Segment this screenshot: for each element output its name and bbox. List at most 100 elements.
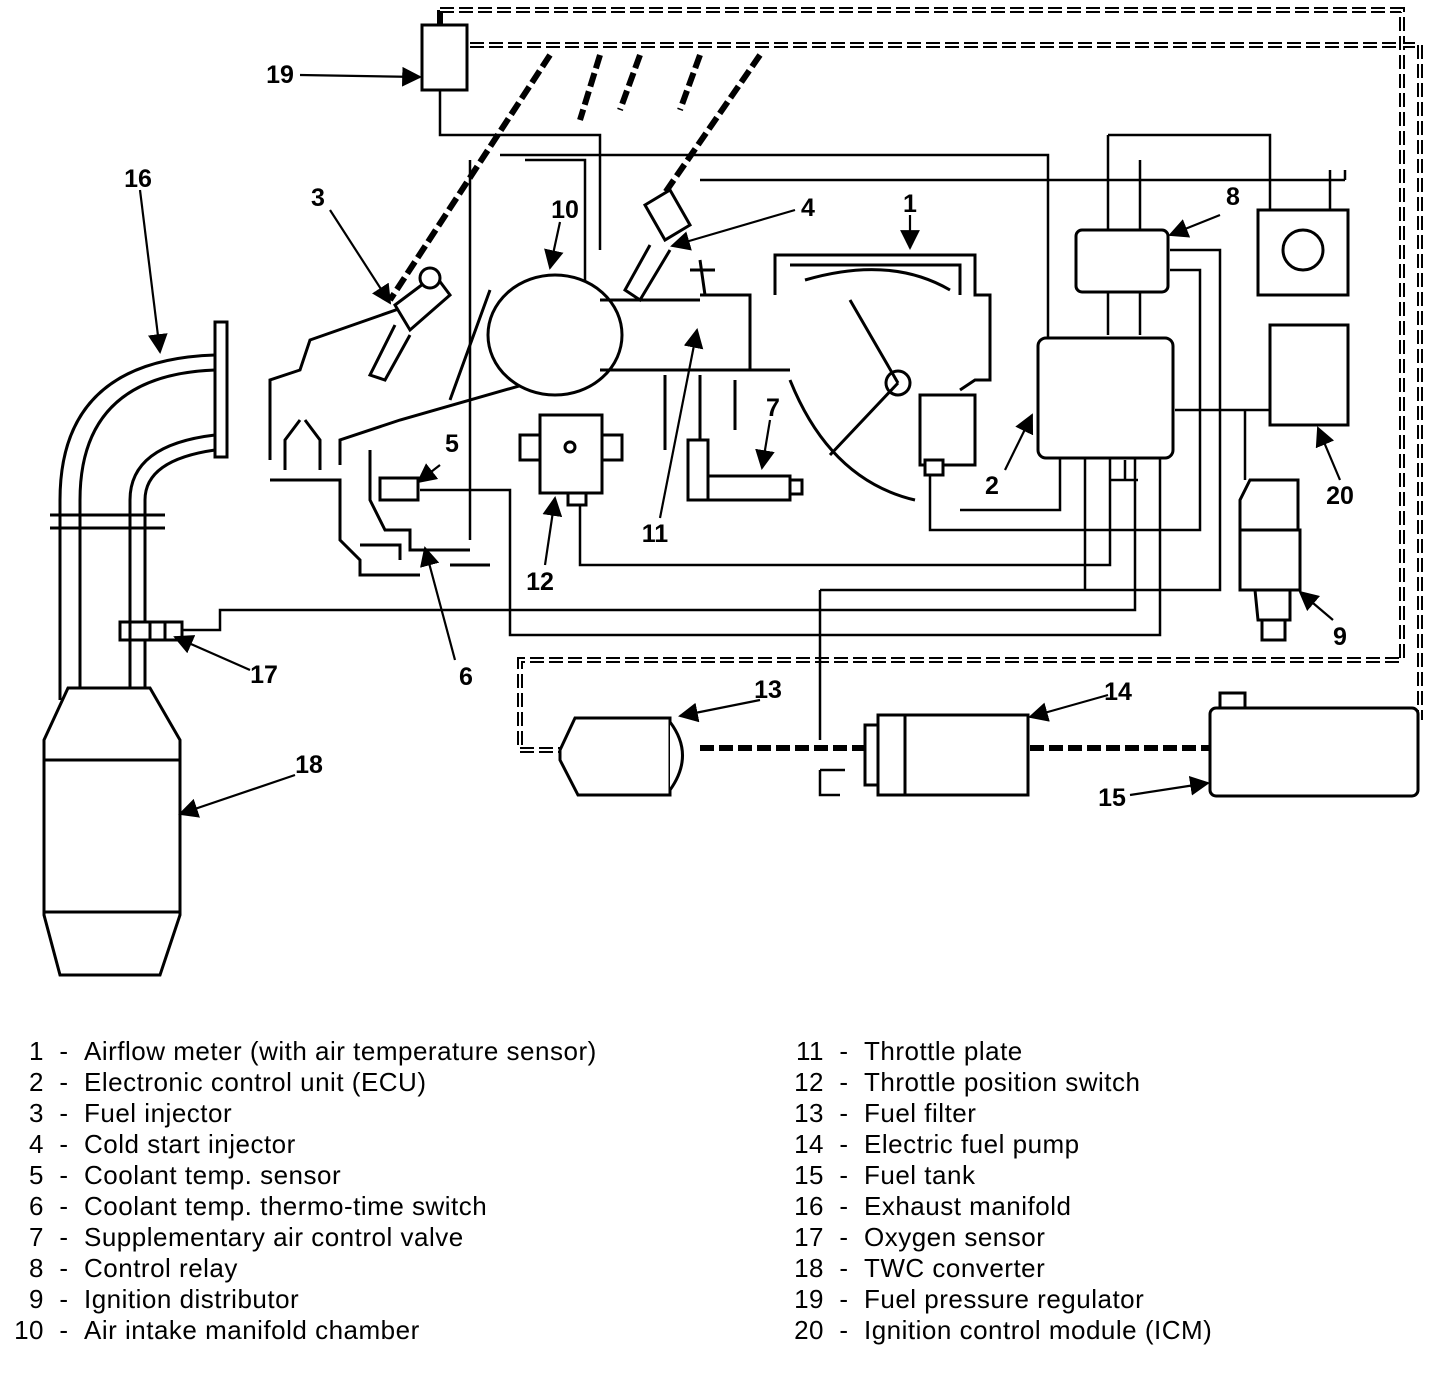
legend-separator: - bbox=[839, 1284, 849, 1314]
fuel-tank bbox=[1208, 691, 1420, 798]
legend-item-16: 16-Exhaust manifold bbox=[780, 1191, 1400, 1222]
fuel-filter bbox=[558, 716, 684, 797]
legend-text: Cold start injector bbox=[84, 1129, 296, 1159]
legend-number: 6 bbox=[29, 1191, 44, 1221]
legend-item-11: 11-Throttle plate bbox=[780, 1036, 1400, 1067]
legend-right-column: 11-Throttle plate 12-Throttle position s… bbox=[780, 1036, 1400, 1346]
legend-item-9: 9-Ignition distributor bbox=[10, 1284, 630, 1315]
legend-text: Coolant temp. sensor bbox=[84, 1160, 342, 1190]
legend-text: Electric fuel pump bbox=[864, 1129, 1080, 1159]
legend-text: Fuel filter bbox=[864, 1098, 977, 1128]
legend-number: 16 bbox=[794, 1191, 824, 1221]
callout-16: 16 bbox=[124, 165, 152, 193]
legend-number: 9 bbox=[29, 1284, 44, 1314]
throttle-position-switch bbox=[518, 413, 624, 507]
callout-18: 18 bbox=[295, 751, 323, 779]
airflow-meter bbox=[773, 253, 992, 502]
legend-separator: - bbox=[839, 1036, 849, 1066]
legend-number: 3 bbox=[29, 1098, 44, 1128]
legend-separator: - bbox=[59, 1253, 69, 1283]
legend-number: 10 bbox=[14, 1315, 44, 1345]
legend-item-17: 17-Oxygen sensor bbox=[780, 1222, 1400, 1253]
legend-separator: - bbox=[839, 1191, 849, 1221]
twc-converter bbox=[42, 686, 182, 977]
fuel-pressure-regulator bbox=[420, 23, 469, 92]
legend-text: Air intake manifold chamber bbox=[84, 1315, 420, 1345]
legend-number: 13 bbox=[794, 1098, 824, 1128]
legend-text: TWC converter bbox=[864, 1253, 1046, 1283]
fuel-injection-system-diagram: 1 2 3 4 5 6 7 8 9 10 11 12 13 14 15 16 1… bbox=[42, 7, 1423, 977]
legend-separator: - bbox=[839, 1160, 849, 1190]
legend-item-18: 18-TWC converter bbox=[780, 1253, 1400, 1284]
legend-separator: - bbox=[839, 1222, 849, 1252]
legend-text: Ignition distributor bbox=[84, 1284, 300, 1314]
legend-text: Exhaust manifold bbox=[864, 1191, 1072, 1221]
legend-number: 4 bbox=[29, 1129, 44, 1159]
legend-item-6: 6-Coolant temp. thermo-time switch bbox=[10, 1191, 630, 1222]
legend-number: 14 bbox=[794, 1129, 824, 1159]
callout-6: 6 bbox=[459, 663, 473, 691]
legend-item-8: 8-Control relay bbox=[10, 1253, 630, 1284]
legend-separator: - bbox=[59, 1098, 69, 1128]
ignition-control-module bbox=[1268, 323, 1350, 427]
legend-separator: - bbox=[59, 1315, 69, 1345]
legend-item-12: 12-Throttle position switch bbox=[780, 1067, 1400, 1098]
legend-text: Airflow meter (with air temperature sens… bbox=[84, 1036, 597, 1066]
legend-item-7: 7-Supplementary air control valve bbox=[10, 1222, 630, 1253]
legend-number: 1 bbox=[29, 1036, 44, 1066]
callout-2: 2 bbox=[985, 472, 999, 500]
fuel-injector bbox=[367, 266, 453, 382]
legend-number: 8 bbox=[29, 1253, 44, 1283]
callout-8: 8 bbox=[1226, 183, 1240, 211]
callout-19: 19 bbox=[266, 61, 294, 89]
legend-number: 5 bbox=[29, 1160, 44, 1190]
air-intake-manifold-chamber bbox=[448, 273, 790, 401]
battery bbox=[1256, 208, 1350, 297]
legend-item-14: 14-Electric fuel pump bbox=[780, 1129, 1400, 1160]
legend-number: 20 bbox=[794, 1315, 824, 1345]
callout-5: 5 bbox=[445, 430, 459, 458]
oxygen-sensor bbox=[118, 620, 184, 642]
legend-separator: - bbox=[839, 1129, 849, 1159]
callout-13: 13 bbox=[754, 676, 782, 704]
exhaust-manifold bbox=[50, 320, 229, 700]
ignition-distributor bbox=[1238, 478, 1302, 642]
legend-number: 17 bbox=[794, 1222, 824, 1252]
coolant-temp-sensor bbox=[378, 476, 420, 502]
control-relay bbox=[1074, 228, 1170, 294]
legend-number: 15 bbox=[794, 1160, 824, 1190]
legend-item-5: 5-Coolant temp. sensor bbox=[10, 1160, 630, 1191]
legend-item-1: 1-Airflow meter (with air temperature se… bbox=[10, 1036, 630, 1067]
callout-20: 20 bbox=[1326, 482, 1354, 510]
legend-separator: - bbox=[59, 1067, 69, 1097]
callout-14: 14 bbox=[1104, 678, 1132, 706]
legend-text: Throttle plate bbox=[864, 1036, 1023, 1066]
legend-text: Fuel injector bbox=[84, 1098, 233, 1128]
legend-item-4: 4-Cold start injector bbox=[10, 1129, 630, 1160]
legend-item-3: 3-Fuel injector bbox=[10, 1098, 630, 1129]
legend-text: Oxygen sensor bbox=[864, 1222, 1046, 1252]
legend-separator: - bbox=[839, 1098, 849, 1128]
legend-number: 18 bbox=[794, 1253, 824, 1283]
legend-separator: - bbox=[839, 1253, 849, 1283]
electric-fuel-pump bbox=[863, 713, 1030, 797]
callout-4: 4 bbox=[801, 194, 815, 222]
legend-item-19: 19-Fuel pressure regulator bbox=[780, 1284, 1400, 1315]
legend-item-10: 10-Air intake manifold chamber bbox=[10, 1315, 630, 1346]
legend-number: 19 bbox=[794, 1284, 824, 1314]
callout-15: 15 bbox=[1098, 784, 1126, 812]
legend-separator: - bbox=[59, 1222, 69, 1252]
callout-12: 12 bbox=[526, 568, 554, 596]
legend-separator: - bbox=[59, 1160, 69, 1190]
callout-3: 3 bbox=[311, 184, 325, 212]
ecu bbox=[1036, 336, 1175, 460]
callout-1: 1 bbox=[903, 190, 917, 218]
callout-arrows bbox=[138, 66, 1342, 818]
legend-text: Fuel pressure regulator bbox=[864, 1284, 1145, 1314]
legend-item-20: 20-Ignition control module (ICM) bbox=[780, 1315, 1400, 1346]
supplementary-air-control-valve bbox=[686, 438, 804, 502]
legend-text: Coolant temp. thermo-time switch bbox=[84, 1191, 488, 1221]
legend-item-2: 2-Electronic control unit (ECU) bbox=[10, 1067, 630, 1098]
legend-separator: - bbox=[59, 1036, 69, 1066]
legend-text: Fuel tank bbox=[864, 1160, 976, 1190]
